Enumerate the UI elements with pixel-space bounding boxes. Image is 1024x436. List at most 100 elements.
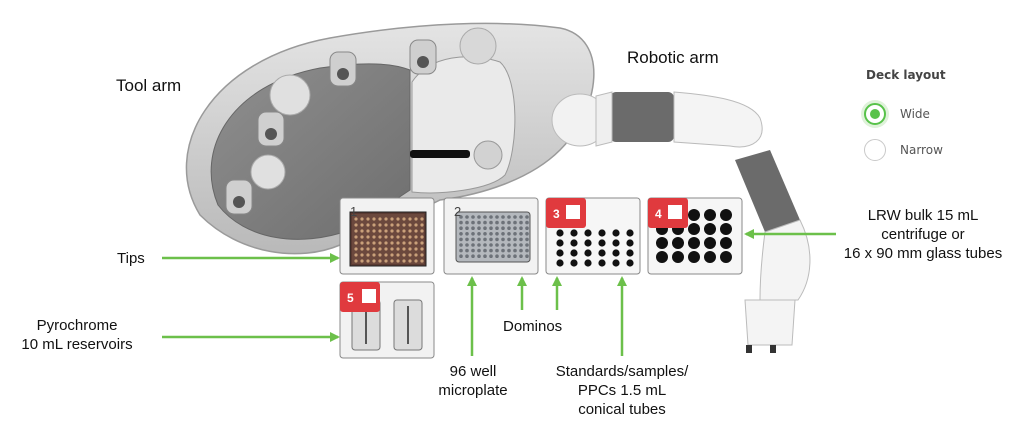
small-tube-hole [612,249,620,257]
tool-arm-housing [185,22,595,255]
plate-well [477,226,481,230]
plate-well [483,220,487,225]
tip-well [354,241,358,245]
plate-well [495,226,499,230]
plate-well [471,243,475,247]
tip-well [360,253,364,257]
tip-well [372,217,376,221]
tip-well [420,253,424,257]
deck-layout-option-narrow[interactable]: Narrow [864,137,943,163]
dominos-label: Dominos [503,318,563,335]
plate-well [489,243,493,247]
tip-well [408,241,412,245]
tip-well [366,247,370,251]
deck-slot-2[interactable]: 2 [443,197,539,275]
tip-well [360,217,364,221]
tip-well [420,235,424,239]
radio-unselected-icon[interactable] [864,139,886,161]
tip-well [402,253,406,257]
tip-well [384,247,388,251]
plate-well [489,215,493,219]
tip-well [366,241,370,245]
small-tube-hole [584,259,592,267]
plate-well [459,237,463,242]
tip-well [360,241,364,245]
deck-layout-option-narrow-label: Narrow [900,143,943,157]
microplate-label-line-2: microplate [438,382,508,399]
deck-layout-option-wide[interactable]: Wide [864,101,930,127]
plate-well [465,254,469,258]
plate-well [489,248,493,253]
tip-well [354,253,358,257]
plate-well [459,243,463,247]
tip-well [396,247,400,251]
slot-number-2: 2 [454,204,461,219]
plate-well [525,243,529,247]
plate-well [459,254,463,258]
tip-well [408,247,412,251]
plate-well [513,232,517,236]
plate-well [513,215,517,219]
tip-well [396,229,400,233]
tip-well [354,235,358,239]
annotation-arrows [162,229,836,356]
plate-well [459,226,463,230]
pyrochrome-label: Pyrochrome 10 mL reservoirs [2,316,152,354]
plate-well [477,232,481,236]
plate-well [489,232,493,236]
small-tube-hole [570,239,578,247]
plate-well [459,215,463,219]
microplate-label-line-1: 96 well [449,363,497,380]
tip-well [408,223,412,227]
tip-well [408,235,412,239]
slot-badge-5: 5 [340,282,380,312]
tip-well [414,235,418,239]
tip-well [414,247,418,251]
plate-well [501,226,505,230]
plate-well [489,237,493,242]
small-tube-hole [598,229,606,237]
tip-well [396,217,400,221]
slot-badge-4: 4 [648,198,688,228]
small-tube-hole [556,229,564,237]
radio-selected-icon[interactable] [864,103,886,125]
lrw-label-line-3: 16 x 90 mm glass tubes [843,245,1003,262]
plate-well [465,226,469,230]
tip-well [402,247,406,251]
tip-well [360,229,364,233]
plate-well [465,237,469,242]
small-tube-hole [626,229,634,237]
large-tube-hole [704,209,716,221]
small-tube-holes [556,229,634,267]
plate-well [513,254,517,258]
tip-well [396,253,400,257]
plate-well [489,226,493,230]
slot-number-3: 3 [553,207,560,221]
tip-well [366,235,370,239]
plate-well [507,226,511,230]
plate-well [477,254,481,258]
tip-well [354,217,358,221]
deck-layout-title: Deck layout [866,68,946,82]
plate-well [495,232,499,236]
tip-well [390,253,394,257]
tip-well [384,235,388,239]
tip-well [420,247,424,251]
plate-well [501,232,505,236]
large-tube-hole [688,209,700,221]
tip-well [366,253,370,257]
plate-well [495,237,499,242]
small-tube-hole [626,249,634,257]
small-tube-hole [556,259,564,267]
plate-well [507,215,511,219]
tip-well [390,247,394,251]
tip-well [378,259,382,263]
tip-well [378,217,382,221]
plate-well [489,254,493,258]
plate-well [489,220,493,225]
plate-well [483,237,487,242]
tip-well [372,241,376,245]
tip-well [384,253,388,257]
tip-well [414,223,418,227]
